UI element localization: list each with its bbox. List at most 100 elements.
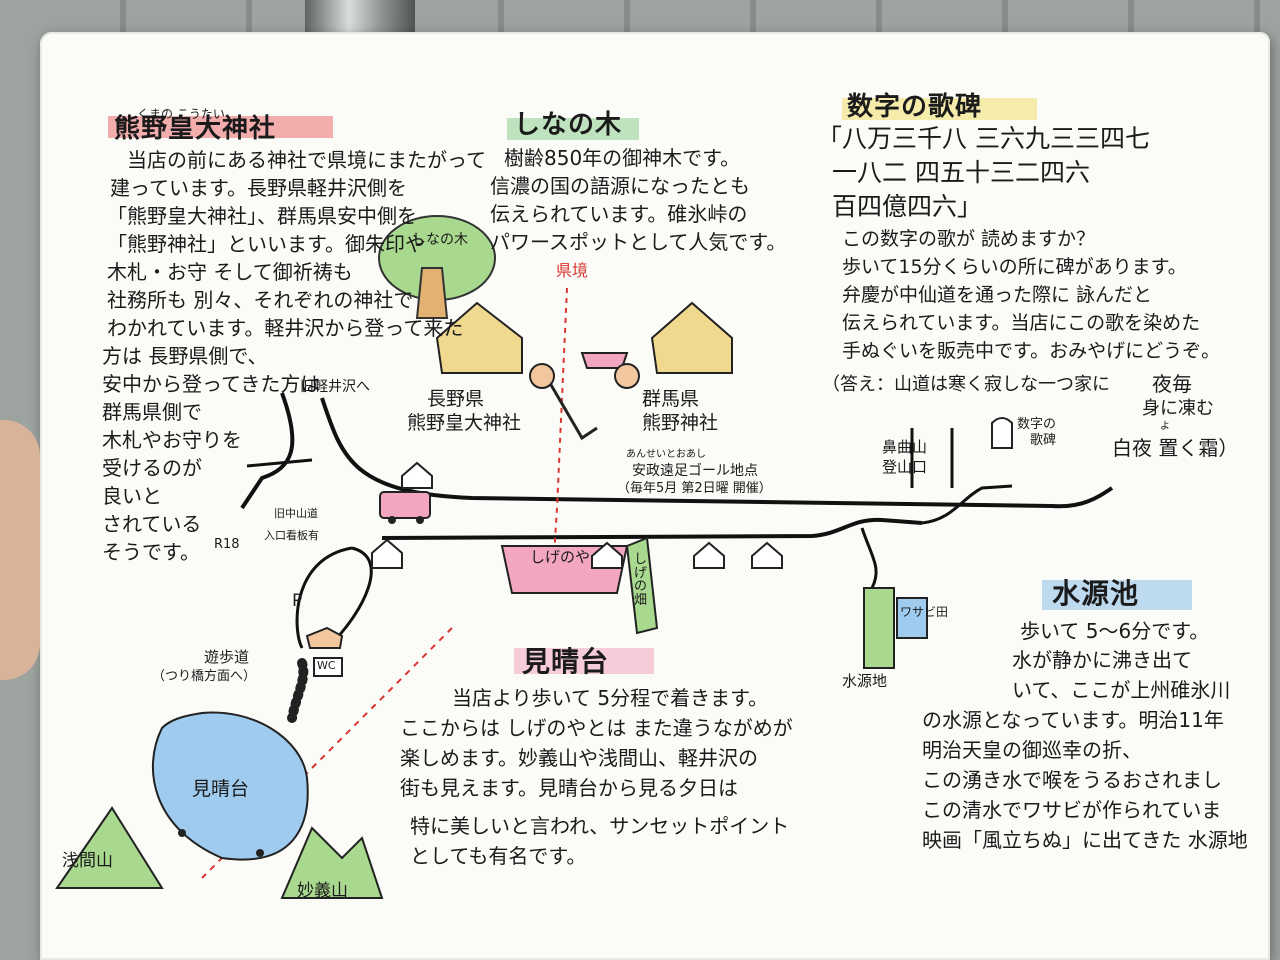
kahi-answer: （答え：山道は寒く寂しな一つ家に — [822, 374, 1110, 395]
kahi-map-label: 歌碑 — [1030, 433, 1057, 448]
main-road-lower — [381, 517, 923, 540]
miharashi-line: 街も見えます。見晴台から見る夕日は — [400, 776, 738, 800]
miharashi-line: 楽しめます。妙義山や浅間山、軽井沢の — [400, 746, 758, 770]
shinanoki-line: 伝えられています。碓氷峠の — [490, 202, 748, 226]
nagano-shrine-building — [435, 301, 523, 374]
kahi-poem-line: 一八二 四五十三二四六 — [832, 158, 1090, 187]
kahi-map-label: 数字の — [1017, 417, 1057, 432]
miharashi-line: 当店より歩いて 5分程で着きます。 — [452, 686, 769, 710]
suigen-line: 明治天皇の御巡幸の折、 — [922, 738, 1142, 762]
suigen-line: いて、ここが上州碓氷川 — [1012, 678, 1231, 702]
asama-mountain — [55, 806, 164, 889]
shigenoya-label: しげのや — [530, 548, 591, 566]
house-icon — [591, 541, 623, 569]
hanamagari-label: 登山口 — [882, 458, 928, 476]
kumano-line: 「熊野皇大神社」、群馬県安中側を — [107, 204, 417, 228]
kumano-line: 当店の前にある神社で県境にまたがって — [127, 148, 486, 172]
kenkyo-label: 県境 — [556, 261, 589, 280]
map-illustration — [55, 98, 1192, 899]
gunma-shrine-building — [650, 301, 733, 374]
shinanoki-map-label: しなの木 — [412, 232, 468, 248]
kumano-line: 方は 長野県側で、 — [102, 344, 268, 368]
miharashi-map-label: 見晴台 — [192, 778, 250, 800]
parking-loop-left — [295, 546, 353, 649]
walking-path-stones — [287, 658, 309, 723]
bus-icon — [379, 491, 431, 519]
kumano-line: 「熊野神社」といいます。御朱印や — [107, 232, 425, 256]
suigen-line: この湧き水で喉をうるおされまし — [922, 768, 1222, 792]
suigen-line: 映画「風立ちぬ」に出てきた 水源地 — [922, 828, 1248, 852]
kahi-line: 弁慶が中仙道を通った際に 詠んだと — [842, 284, 1153, 306]
suigen-line: 歩いて 5～6分です。 — [1020, 619, 1210, 643]
wasabi-label: ワサビ田 — [900, 605, 949, 619]
shinanoki-tree-trunk — [415, 267, 449, 319]
person-icon — [256, 849, 264, 857]
road-to-kyunakasendo — [246, 458, 313, 468]
bus-wheel — [388, 516, 396, 524]
holding-thumb — [0, 420, 40, 680]
kahi-line: 伝えられています。当店にこの歌を染めた — [842, 312, 1201, 334]
suigen-line: の水源となっています。明治11年 — [922, 708, 1224, 732]
gate-icon — [305, 626, 344, 649]
shinanoki-line: パワースポットとして人気です。 — [490, 230, 787, 254]
person-icon — [178, 829, 186, 837]
r18-label: R18 — [214, 537, 240, 552]
kumano-ruby: くまの こうたい — [137, 107, 225, 121]
gunma-label: 群馬県 — [642, 388, 700, 410]
suigen-line: 水が静かに沸き出て — [1012, 648, 1192, 672]
myogi-label: 妙義山 — [297, 881, 348, 901]
miharashi-pond — [151, 711, 309, 861]
main-road-upper — [320, 397, 1114, 509]
hanamagari-label: 鼻曲山 — [882, 438, 928, 456]
ansei-ruby: あんせいとおあし — [626, 449, 706, 460]
shigeno-field-label: しげの畑 — [634, 552, 648, 608]
bus-wheel — [416, 516, 424, 524]
kumano-line: 良いと — [102, 484, 162, 508]
asama-label: 浅間山 — [62, 851, 113, 871]
ansei-date-label: （毎年5月 第2日曜 開催） — [617, 481, 772, 496]
shrine-stairs — [545, 377, 598, 441]
house-icon — [693, 541, 725, 569]
highlight-kumano — [108, 116, 333, 138]
shrine-crest-left — [529, 363, 555, 389]
ansei-goal-label: 安政遠足ゴール地点 — [632, 463, 758, 479]
path-to-suigenchi — [860, 527, 878, 589]
road-to-r18 — [240, 392, 295, 510]
kumano-line: わかれています。軽井沢から登って来た — [107, 316, 464, 340]
kahi-answer: 白夜 置く霜） — [1112, 436, 1239, 460]
prefecture-boundary — [551, 287, 568, 589]
shinanoki-line: 樹齢850年の御神木です。 — [504, 146, 741, 170]
suigenchi-label: 水源地 — [842, 672, 888, 690]
suigen-line: この清水でワサビが作られていま — [922, 798, 1222, 822]
myogi-mountain — [280, 826, 384, 899]
kahi-line: 手ぬぐいを販売中です。おみやげにどうぞ。 — [842, 340, 1221, 362]
kumano-line: 安中から登ってきた方は — [102, 372, 321, 396]
kahi-answer: 夜毎 — [1152, 372, 1192, 396]
kumano-line: 群馬県側で — [102, 400, 202, 424]
kahi-title: 数字の歌碑 — [847, 92, 983, 122]
miharashi-title: 見晴台 — [522, 645, 610, 678]
kumano-line: 建っています。長野県軽井沢側を — [110, 176, 407, 200]
yuhodo-label: 遊歩道 — [204, 648, 250, 666]
miharashi-line: 特に美しいと言われ、サンセットポイント — [410, 814, 790, 838]
nagano-shrine-label: 熊野皇大神社 — [407, 412, 522, 434]
highlight-suigen — [1042, 580, 1192, 610]
suigen-title: 水源池 — [1052, 577, 1140, 610]
shrine-crest-right — [614, 363, 640, 389]
highlight-shinanoki — [507, 118, 639, 140]
shinanoki-title: しなの木 — [514, 110, 623, 140]
miharashi-line: ここからは しげのやとは また違うながめが — [400, 716, 793, 740]
nagano-label: 長野県 — [427, 388, 485, 410]
kumano-line: 社務所も 別々、それぞれの神社で — [107, 288, 414, 312]
kumano-title: 熊野皇大神社 — [114, 114, 277, 144]
house-icon — [371, 538, 403, 569]
kahi-line: この数字の歌が 読めますか？ — [842, 228, 1096, 250]
suigenchi-pond — [863, 587, 895, 669]
kumano-line: 木札やお守りを — [102, 428, 242, 452]
map-card: くまの こうたい 熊野皇大神社 当店の前にある神社で県境にまたがって 建っていま… — [52, 68, 1280, 960]
kumano-line: 受けるのが — [102, 456, 202, 480]
kahi-answer: 身に凍む — [1142, 398, 1214, 419]
iriguchi-label: 入口看板有 — [264, 529, 319, 542]
yuhodo-direction-label: （つり橋方面へ） — [152, 669, 257, 684]
wc-label: WC — [317, 659, 336, 672]
